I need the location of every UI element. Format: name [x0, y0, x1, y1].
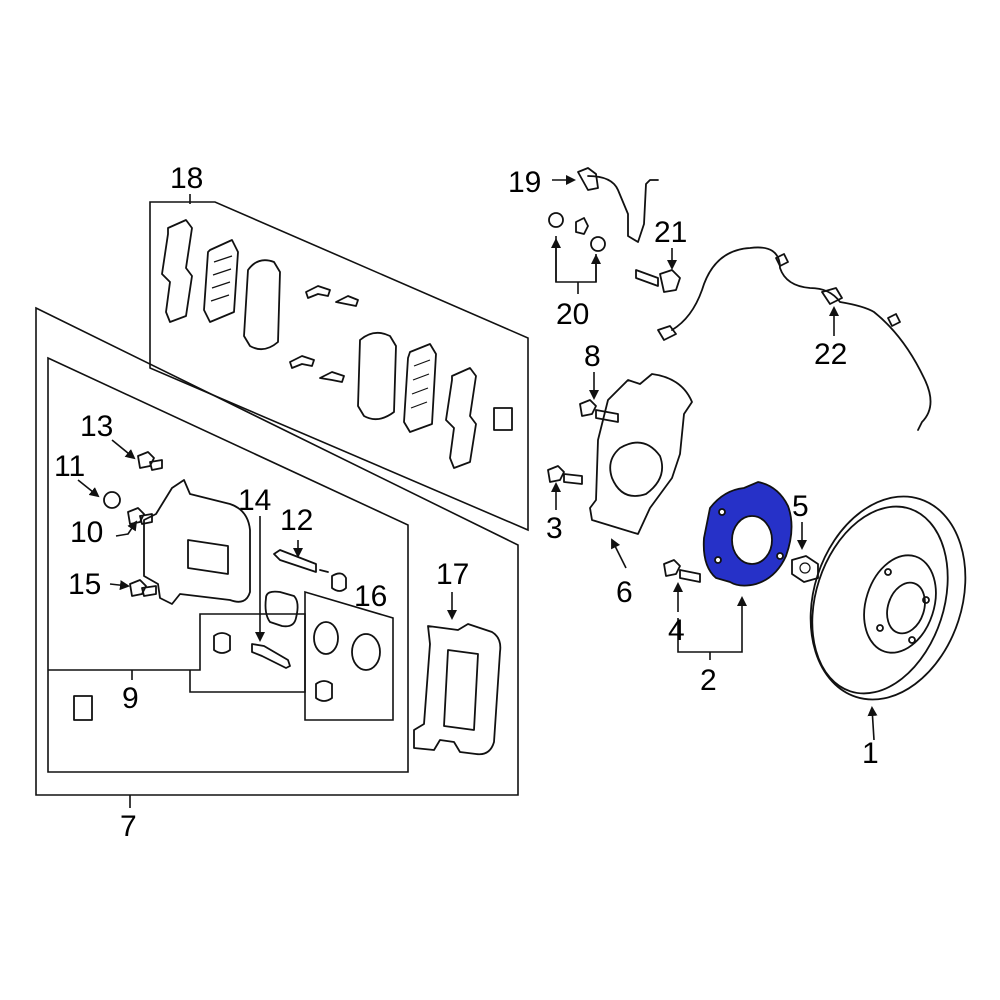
- hose-banjo: [575, 217, 589, 235]
- callout-18: 18: [170, 162, 203, 195]
- callout-5: 5: [792, 490, 809, 523]
- brake-pads-and-shims: [161, 219, 513, 469]
- callout-17: 17: [436, 558, 469, 591]
- seal-cap: [315, 680, 333, 702]
- callout-labels: 1 2 3 4 5 6 7 8 9 10 11 12 13 14 15 16 1…: [54, 162, 879, 843]
- axle-nut-5: [791, 555, 819, 583]
- callout-20: 20: [556, 298, 589, 331]
- dust-shield: [589, 373, 693, 535]
- slide-pin-12: [273, 549, 347, 592]
- callout-15: 15: [68, 568, 101, 601]
- callout-12: 12: [280, 504, 313, 537]
- leader-lines: [77, 175, 878, 808]
- callout-6: 6: [616, 576, 633, 609]
- wheel-hub-bearing: [702, 481, 793, 587]
- callout-19: 19: [508, 166, 541, 199]
- callout-21: 21: [654, 216, 687, 249]
- callout-7: 7: [120, 810, 137, 843]
- callout-4: 4: [668, 614, 685, 647]
- callout-11: 11: [54, 450, 85, 483]
- pin-boot: [213, 632, 231, 654]
- wheel-stud-4: [663, 559, 701, 583]
- piston-seal: [313, 621, 339, 655]
- caliper-piston: [264, 590, 299, 628]
- bracket-bolt-21: [635, 269, 681, 293]
- callout-13: 13: [80, 410, 113, 443]
- callout-9: 9: [122, 682, 139, 715]
- callout-3: 3: [546, 512, 563, 545]
- caliper-subassembly-frame: [47, 356, 409, 773]
- abs-sensor-clip: [775, 253, 901, 327]
- callout-2: 2: [700, 664, 717, 697]
- callout-22: 22: [814, 338, 847, 371]
- hose-washer-a: [548, 212, 564, 228]
- axle-nut-5-hole: [799, 562, 811, 574]
- abs-sensor-wire: [657, 246, 932, 431]
- callout-8: 8: [584, 340, 601, 373]
- callout-10: 10: [70, 516, 103, 549]
- shield-bolt-3: [547, 465, 583, 485]
- brake-rotor: [809, 495, 967, 701]
- wear-sensor: [73, 695, 93, 721]
- caliper-assembly-frame: [35, 306, 519, 796]
- shield-bolt-8: [579, 399, 619, 423]
- pad-kit-frame: [149, 201, 529, 532]
- caliper-bracket: [413, 623, 502, 756]
- brake-hose: [577, 167, 659, 243]
- seal-kit-frame: [304, 590, 394, 721]
- callout-1: 1: [862, 737, 879, 770]
- dust-boot: [351, 633, 381, 671]
- guide-pin-14: [251, 643, 291, 669]
- callout-16: 16: [354, 580, 387, 613]
- caliper-body: [143, 479, 251, 605]
- caliper-bolts: [103, 451, 163, 597]
- callout-14: 14: [238, 484, 271, 517]
- hose-washer-b: [590, 236, 606, 252]
